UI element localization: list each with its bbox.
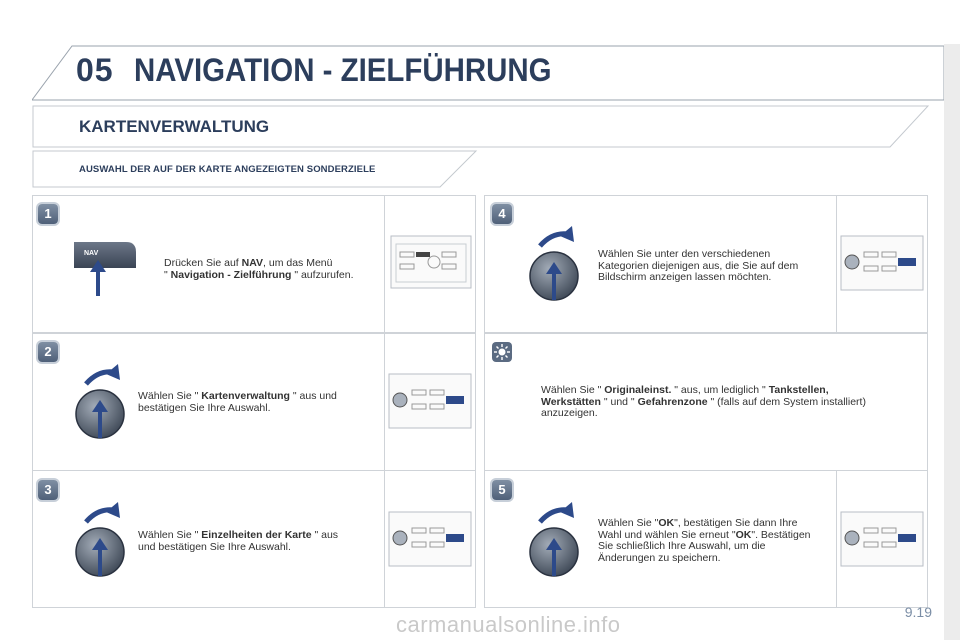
step-4-text: Wählen Sie unter den verschiedenen Kateg… <box>598 248 799 283</box>
rotary-knob-icon <box>75 502 125 577</box>
chapter-title: NAVIGATION - ZIELFÜHRUNG <box>134 52 552 88</box>
tip-panel <box>484 333 928 471</box>
subsection-title: AUSWAHL DER AUF DER KARTE ANGEZEIGTEN SO… <box>79 164 376 175</box>
rotary-knob-icon <box>75 364 125 439</box>
step-1-text: Drücken Sie auf NAV, um das Menü " Navig… <box>164 257 354 281</box>
tip-text: Wählen Sie " Originaleinst. " aus, um le… <box>541 384 866 419</box>
tip-sun-icon <box>492 342 512 362</box>
step-2-text: Wählen Sie " Kartenverwaltung " aus und … <box>138 390 337 414</box>
radio-knob-illustration <box>388 373 472 429</box>
rotary-knob-icon <box>529 226 579 301</box>
step-3-text: Wählen Sie " Einzelheiten der Karte " au… <box>138 529 339 553</box>
step-1-badge: 1 <box>38 204 58 224</box>
radio-knob-illustration <box>388 511 472 567</box>
step-3-badge: 3 <box>38 480 58 500</box>
radio-knob-illustration <box>840 511 924 567</box>
step-5-badge: 5 <box>492 480 512 500</box>
subsection-frame <box>32 150 478 188</box>
step-4-badge: 4 <box>492 204 512 224</box>
panel-divider <box>384 471 385 607</box>
watermark: carmanualsonline.info <box>396 612 621 637</box>
step-5-text: Wählen Sie "OK", bestätigen Sie dann Ihr… <box>598 517 811 564</box>
nav-button-illustration <box>74 242 136 296</box>
chapter-number: 05 <box>76 52 114 88</box>
rotary-knob-icon <box>529 502 579 577</box>
radio-knob-illustration <box>840 235 924 291</box>
panel-divider <box>384 196 385 332</box>
page-number: 9.19 <box>904 604 932 620</box>
step-2-badge: 2 <box>38 342 58 362</box>
radio-panel-illustration <box>390 232 472 292</box>
section-frame <box>32 105 930 148</box>
panel-divider <box>836 471 837 607</box>
side-strip <box>944 44 960 640</box>
panel-divider <box>384 334 385 470</box>
nav-button-label: NAV <box>84 250 99 257</box>
panel-divider <box>836 196 837 332</box>
section-title: KARTENVERWALTUNG <box>79 117 270 136</box>
